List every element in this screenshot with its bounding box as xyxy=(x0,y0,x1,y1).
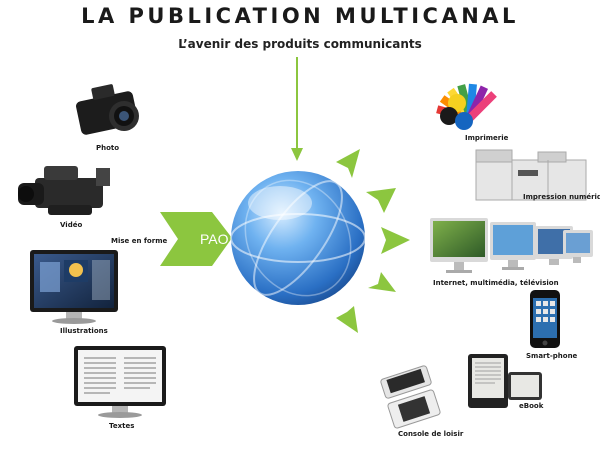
globe-icon xyxy=(230,171,366,305)
game-console-icon xyxy=(380,365,441,429)
label-photo: Photo xyxy=(96,144,120,152)
printer-icon xyxy=(475,149,587,201)
label-ebook: eBook xyxy=(519,402,544,410)
label-internet: Internet, multimédia, télévision xyxy=(433,279,559,287)
output-arrows xyxy=(336,149,410,333)
camera-icon xyxy=(76,84,139,135)
page-subtitle: L’avenir des produits communicants xyxy=(178,37,422,51)
label-illustrations: Illustrations xyxy=(60,327,108,335)
pao-badge: PAO xyxy=(200,231,229,247)
label-textes: Textes xyxy=(109,422,135,430)
label-video: Vidéo xyxy=(60,221,83,229)
top-arrow xyxy=(291,57,303,161)
monitor-icon xyxy=(30,250,118,324)
color-swatch-icon xyxy=(436,83,497,130)
computers-icon xyxy=(430,218,593,273)
monitor-text-icon xyxy=(74,346,166,418)
label-smartphone: Smart-phone xyxy=(526,352,578,360)
label-console: Console de loisir xyxy=(398,430,464,438)
smartphone-icon xyxy=(530,290,560,348)
pao-arrow xyxy=(160,212,232,266)
label-impression-numerique: Impression numérique xyxy=(523,193,600,201)
ebook-icon xyxy=(468,354,542,408)
page-title: LA PUBLICATION MULTICANAL xyxy=(81,4,519,28)
label-mise-en-forme: Mise en forme xyxy=(111,237,168,245)
label-imprimerie: Imprimerie xyxy=(465,134,509,142)
video-camera-icon xyxy=(18,166,110,215)
